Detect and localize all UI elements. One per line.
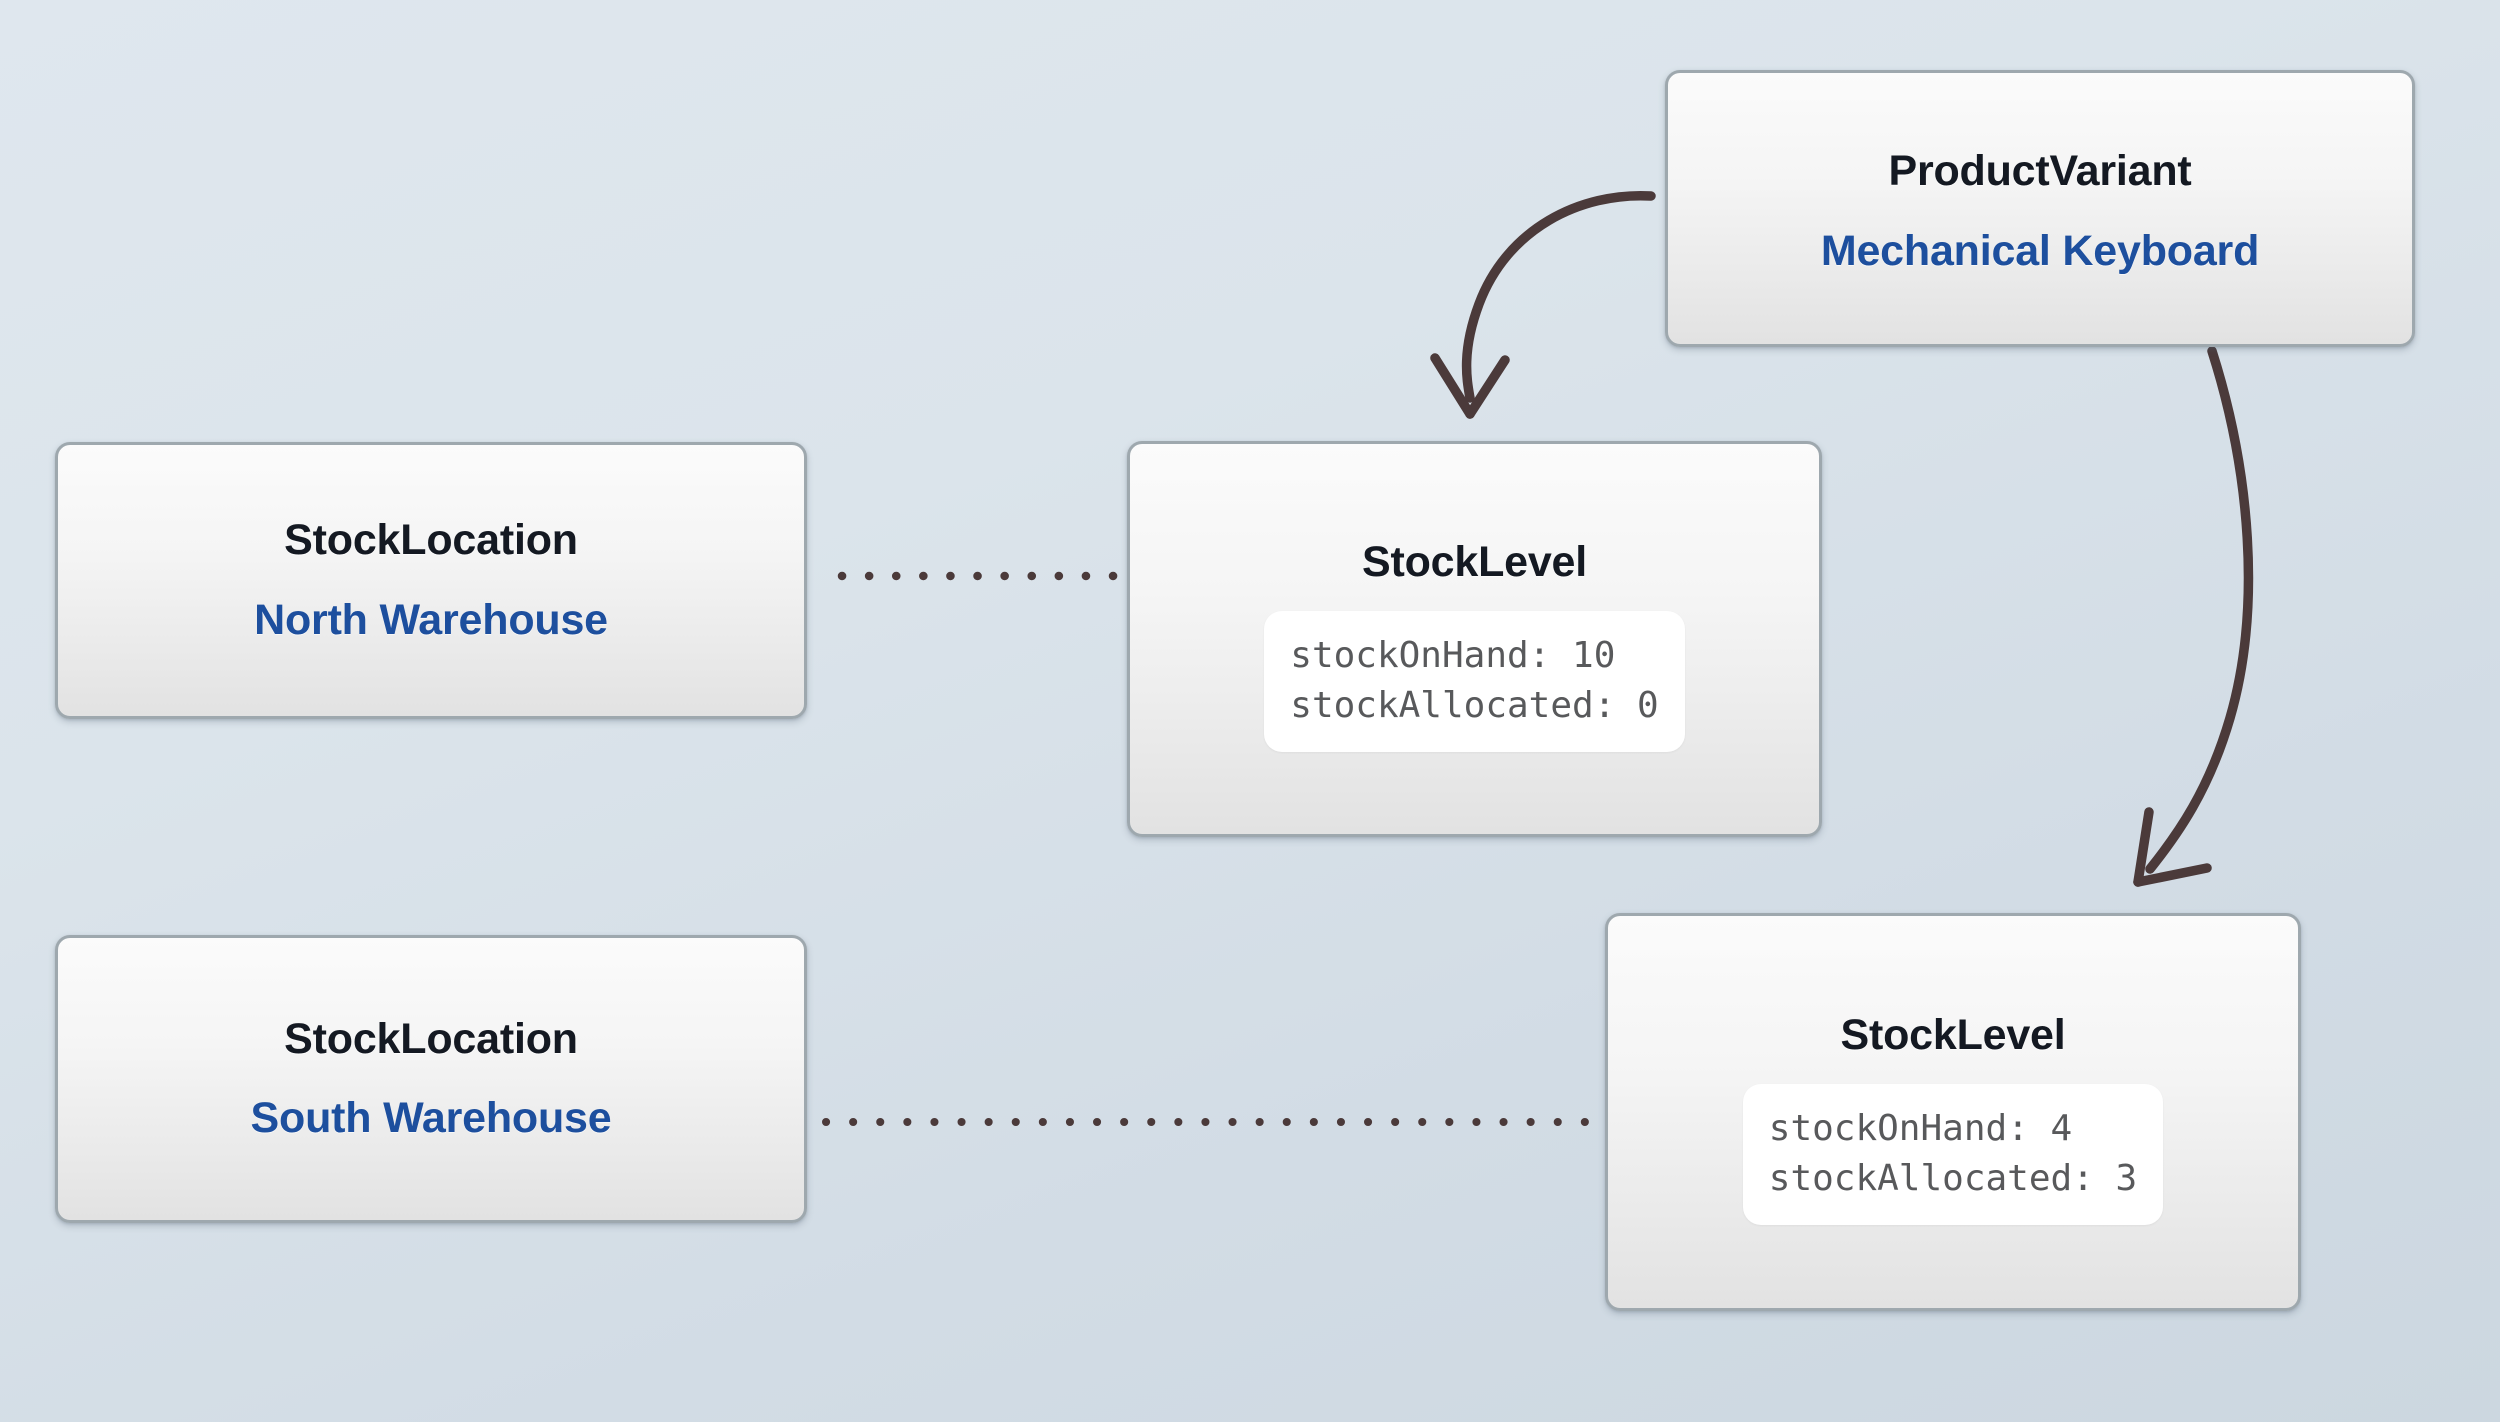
node-entity-name: Mechanical Keyboard: [1820, 226, 2260, 275]
property-stock-allocated: stockAllocated: 0: [1290, 684, 1659, 726]
node-type-label: StockLocation: [284, 1014, 578, 1063]
node-type-label: StockLevel: [1361, 537, 1588, 586]
node-stock-level-south[interactable]: StockLevel stockOnHand: 4 stockAllocated…: [1605, 913, 2301, 1311]
node-entity-name: South Warehouse: [250, 1094, 612, 1142]
property-panel: stockOnHand: 4 stockAllocated: 3: [1742, 1083, 2164, 1226]
edge-variant-to-level-north: [1430, 190, 1656, 419]
node-stock-location-south[interactable]: StockLocation South Warehouse: [55, 935, 807, 1223]
node-entity-name: North Warehouse: [254, 595, 608, 644]
node-stock-location-north[interactable]: StockLocation North Warehouse: [55, 442, 807, 719]
node-type-label: StockLevel: [1840, 1010, 2066, 1059]
property-stock-on-hand: stockOnHand: 4: [1768, 1107, 2073, 1149]
node-type-label: StockLocation: [284, 516, 578, 565]
edge-variant-to-level-south: [2133, 346, 2254, 887]
property-panel: stockOnHand: 10 stockAllocated: 0: [1264, 610, 1685, 753]
node-stock-level-north[interactable]: StockLevel stockOnHand: 10 stockAllocate…: [1127, 441, 1822, 837]
property-stock-on-hand: stockOnHand: 10: [1290, 634, 1616, 676]
node-product-variant[interactable]: ProductVariant Mechanical Keyboard: [1665, 70, 2415, 347]
node-type-label: ProductVariant: [1888, 147, 2192, 196]
property-stock-allocated: stockAllocated: 3: [1768, 1157, 2138, 1199]
